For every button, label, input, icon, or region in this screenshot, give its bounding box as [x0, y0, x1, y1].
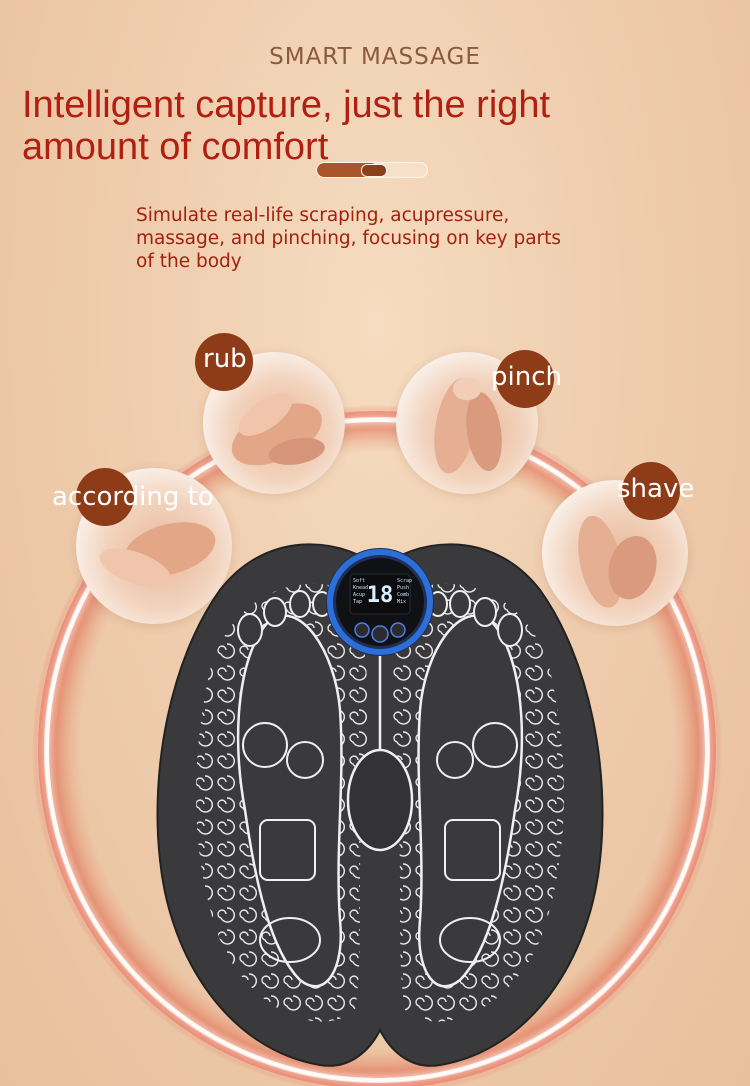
svg-text:Soft: Soft: [353, 578, 365, 584]
subtitle-line-2: massage, and pinching, focusing on key p…: [136, 228, 562, 249]
technique-shave-label: shave: [617, 474, 695, 504]
svg-text:Tap: Tap: [353, 599, 362, 605]
svg-text:Push: Push: [397, 585, 409, 591]
headline-line-1: Intelligent capture, just the right: [22, 84, 551, 126]
subtitle-line-3: of the body: [136, 251, 242, 272]
divider-knob: [361, 164, 387, 177]
subtitle-line-1: Simulate real-life scraping, acupressure…: [136, 205, 510, 226]
svg-text:Acup: Acup: [353, 592, 365, 598]
technique-rub-badge: [195, 333, 253, 391]
technique-according-label: according to: [52, 482, 214, 512]
controller-buttons: [354, 622, 406, 643]
controller-button-right[interactable]: [390, 622, 406, 638]
svg-text:Comb: Comb: [397, 592, 409, 598]
technique-pinch-label: pinch: [491, 362, 562, 392]
technique-according-badge: [76, 468, 134, 526]
technique-rub-photo: [203, 352, 345, 494]
progress-divider: [316, 162, 428, 178]
svg-text:Mix: Mix: [397, 599, 406, 605]
page-headline: Intelligent capture, just the right amou…: [22, 84, 722, 168]
headline-line-2: amount of comfort: [22, 126, 329, 168]
svg-text:Knead: Knead: [353, 585, 368, 591]
page-eyebrow: SMART MASSAGE: [269, 44, 481, 70]
technique-shave-photo: [542, 480, 688, 626]
controller-display: 18: [367, 583, 394, 608]
controller-button-center[interactable]: [371, 625, 389, 643]
technique-pinch-badge: [496, 350, 554, 408]
technique-rub-label: rub: [203, 344, 247, 374]
page-subtitle: Simulate real-life scraping, acupressure…: [136, 204, 636, 273]
controller-button-left[interactable]: [354, 622, 370, 638]
svg-text:Scrap: Scrap: [397, 578, 412, 584]
technique-shave-badge: [622, 462, 680, 520]
